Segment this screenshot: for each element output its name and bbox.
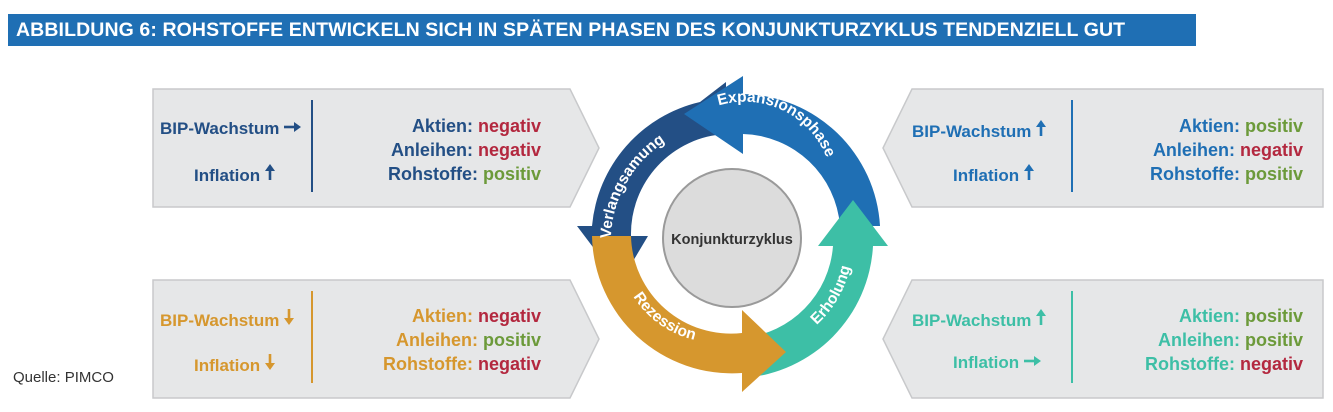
panel-bottom-left-shape [150, 277, 602, 401]
panel-top-right-divider [1071, 100, 1073, 192]
asset-row-aktien: Aktien: negativ [411, 306, 541, 326]
source-note: Quelle: PIMCO [13, 369, 114, 386]
panel-top-left-divider [311, 100, 313, 192]
panel-top-right-inflation: Inflation [953, 163, 1035, 186]
cycle-center-circle [662, 168, 802, 308]
cycle-center-label: Konjunkturzyklus [671, 232, 793, 248]
phase-arrow-recession [592, 236, 786, 392]
asset-row-rohstoffe: Rohstoffe: negativ [1144, 354, 1303, 374]
phase-arrow-expansion [684, 76, 880, 226]
panel-bottom-left-bip: BIP-Wachstum [160, 308, 295, 331]
asset-row-rohstoffe: Rohstoffe: positiv [1149, 164, 1303, 184]
asset-row-aktien: Aktien: positiv [1178, 116, 1303, 136]
panel-top-left-inflation: Inflation [194, 163, 276, 186]
arrow-right-icon [283, 119, 303, 139]
asset-row-anleihen: Anleihen: negativ [390, 140, 541, 160]
panel-bottom-right-inflation: Inflation [953, 353, 1043, 373]
asset-row-rohstoffe: Rohstoffe: positiv [387, 164, 541, 184]
panel-bottom-right-bip: BIP-Wachstum [912, 308, 1047, 331]
arrow-down-icon [264, 353, 276, 376]
arrow-up-icon [1035, 119, 1047, 142]
asset-row-anleihen: Anleihen: positiv [1157, 330, 1303, 350]
arrow-up-icon [264, 163, 276, 186]
phase-arrow-recovery [743, 200, 888, 378]
panel-bottom-left-inflation: Inflation [194, 353, 276, 376]
panel-top-left-assets: Aktien: negativ Anleihen: negativ Rohsto… [388, 114, 541, 186]
asset-row-anleihen: Anleihen: negativ [1152, 140, 1303, 160]
panel-top-left-bip: BIP-Wachstum [160, 119, 303, 139]
panel-bottom-right-assets: Aktien: positiv Anleihen: positiv Rohsto… [1145, 304, 1303, 376]
asset-row-rohstoffe: Rohstoffe: negativ [382, 354, 541, 374]
panel-bottom-right-shape [880, 277, 1326, 401]
panel-top-right-shape [880, 86, 1326, 210]
arrow-right-icon [1023, 353, 1043, 373]
asset-row-aktien: Aktien: negativ [411, 116, 541, 136]
panel-top-right-assets: Aktien: positiv Anleihen: negativ Rohsto… [1150, 114, 1303, 186]
arrow-up-icon [1023, 163, 1035, 186]
arrow-down-icon [283, 308, 295, 331]
panel-bottom-left-divider [311, 291, 313, 383]
panel-bottom-right-divider [1071, 291, 1073, 383]
panel-top-right-bip: BIP-Wachstum [912, 119, 1047, 142]
asset-row-aktien: Aktien: positiv [1178, 306, 1303, 326]
phase-arrow-late-cycle [577, 82, 726, 283]
panel-top-left-shape [150, 86, 602, 210]
figure-title: ABBILDUNG 6: ROHSTOFFE ENTWICKELN SICH I… [8, 14, 1196, 46]
arrow-up-icon [1035, 308, 1047, 331]
asset-row-anleihen: Anleihen: positiv [395, 330, 541, 350]
panel-bottom-left-assets: Aktien: negativ Anleihen: positiv Rohsto… [383, 304, 541, 376]
